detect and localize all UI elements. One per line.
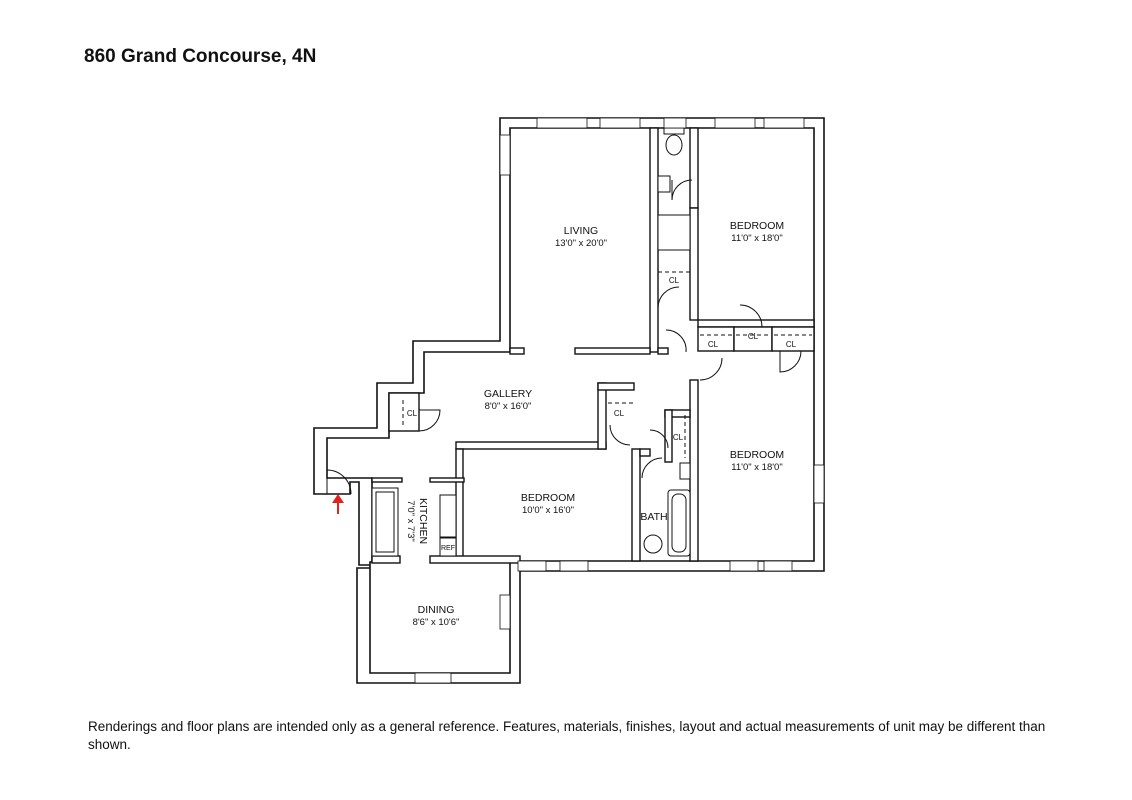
bedroom-se-dims: 11'0" x 18'0" — [731, 462, 782, 473]
bedroom-se-door — [699, 357, 723, 381]
shower-ne — [657, 214, 691, 251]
gallery-label: GALLERY — [484, 388, 532, 400]
fixtures — [371, 127, 691, 557]
sink-ne — [657, 175, 671, 193]
bath-door-ne — [671, 179, 693, 201]
closet-door-hall — [649, 429, 669, 449]
bath-door — [641, 457, 663, 479]
living-dims: 13'0" x 20'0" — [555, 238, 607, 249]
doors — [326, 179, 802, 495]
bedroom-se-label: BEDROOM — [730, 449, 784, 461]
room-labels: LIVING 13'0" x 20'0" BEDROOM 11'0" x 18'… — [405, 220, 797, 628]
closet-label-living: CL — [669, 276, 680, 285]
kitchen-label: KITCHEN — [417, 498, 429, 544]
dining-label: DINING — [418, 604, 455, 616]
closet-label-2: CL — [748, 332, 759, 341]
closet-label-1: CL — [708, 340, 719, 349]
disclaimer-text: Renderings and floor plans are intended … — [88, 719, 1046, 752]
page-title: 860 Grand Concourse, 4N — [84, 46, 317, 67]
bedroom-ne-door — [739, 304, 763, 328]
bedroom-center-dims: 10'0" x 16'0" — [522, 505, 574, 516]
hall-door — [665, 329, 687, 353]
bath-label: BATH — [640, 511, 667, 523]
closet-door-entry — [418, 409, 441, 432]
toilet-ne — [665, 134, 683, 156]
closet-rods — [402, 271, 812, 458]
closet-door-se — [779, 350, 802, 373]
bedroom-center-label: BEDROOM — [521, 492, 575, 504]
closet-label-3: CL — [786, 340, 797, 349]
bedroom-ne-label: BEDROOM — [730, 220, 784, 232]
entry-door — [326, 469, 352, 495]
sink-bath — [679, 462, 691, 480]
dining-dims: 8'6" x 10'6" — [413, 617, 460, 628]
kitchen-range — [439, 494, 457, 538]
interior-walls — [371, 127, 815, 564]
closet-label-entry: CL — [407, 409, 418, 418]
living-label: LIVING — [564, 225, 598, 237]
closet-label-center: CL — [614, 409, 625, 418]
kitchen-dims: 7'0" x 7'3" — [405, 500, 416, 542]
closet-label-hall: CL — [673, 433, 684, 442]
windows — [414, 117, 825, 684]
entry-arrow — [332, 494, 344, 514]
ref-label: REF — [441, 545, 455, 552]
closet-door-center — [609, 424, 631, 446]
gallery-dims: 8'0" x 16'0" — [485, 401, 532, 412]
closet-door-living — [657, 286, 680, 309]
refrigerator — [439, 537, 457, 557]
bedroom-ne-dims: 11'0" x 18'0" — [731, 233, 782, 244]
toilet-bath — [643, 534, 663, 554]
